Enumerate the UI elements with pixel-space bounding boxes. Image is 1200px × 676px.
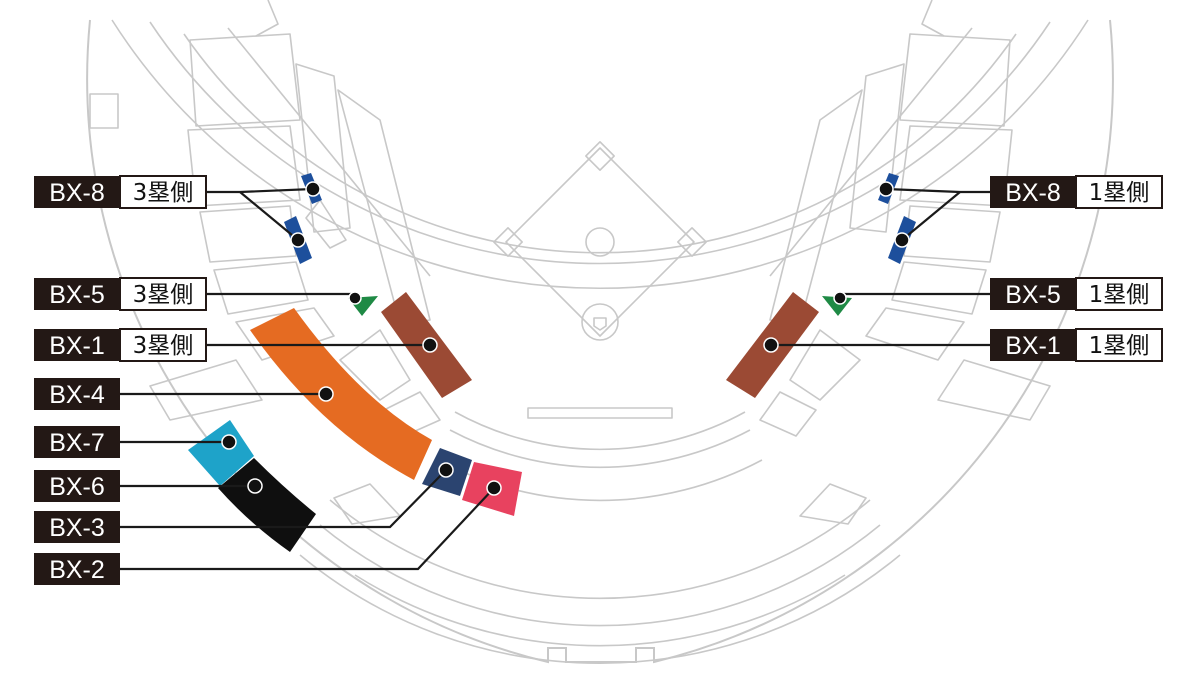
label-code: BX-6 — [49, 473, 105, 501]
label-bx8-1b[interactable]: BX-8 1塁側 — [990, 175, 1163, 209]
label-bx5-1b[interactable]: BX-5 1塁側 — [990, 277, 1163, 311]
label-side: 3塁側 — [133, 282, 194, 308]
label-bx1-3b[interactable]: BX-1 3塁側 — [34, 328, 207, 362]
bx6-seat[interactable] — [218, 458, 316, 552]
label-code: BX-2 — [49, 556, 105, 584]
label-side: 3塁側 — [133, 180, 194, 206]
label-bx4[interactable]: BX-4 — [34, 378, 120, 410]
label-code: BX-8 — [49, 179, 105, 207]
label-bx5-3b[interactable]: BX-5 3塁側 — [34, 277, 207, 311]
label-side: 1塁側 — [1089, 333, 1150, 359]
label-code: BX-7 — [49, 429, 105, 457]
marker-dots — [221, 181, 910, 496]
label-code: BX-5 — [1005, 281, 1061, 309]
label-side: 1塁側 — [1089, 282, 1150, 308]
label-code: BX-8 — [1005, 179, 1061, 207]
label-bx2[interactable]: BX-2 — [34, 553, 120, 585]
label-bx8-3b[interactable]: BX-8 3塁側 — [34, 175, 207, 209]
label-code: BX-3 — [49, 514, 105, 542]
label-bx3[interactable]: BX-3 — [34, 511, 120, 543]
label-code: BX-5 — [49, 281, 105, 309]
label-bx6[interactable]: BX-6 — [34, 470, 120, 502]
label-bx1-1b[interactable]: BX-1 1塁側 — [990, 328, 1163, 362]
label-bx7[interactable]: BX-7 — [34, 426, 120, 458]
label-side: 3塁側 — [133, 333, 194, 359]
label-code: BX-1 — [49, 332, 105, 360]
label-code: BX-1 — [1005, 332, 1061, 360]
leader-lines — [120, 187, 990, 571]
label-code: BX-4 — [49, 381, 105, 409]
bx7-seat[interactable] — [188, 420, 254, 486]
label-side: 1塁側 — [1089, 180, 1150, 206]
bx4-seat[interactable] — [250, 308, 432, 480]
stadium-outline — [86, 0, 1114, 664]
